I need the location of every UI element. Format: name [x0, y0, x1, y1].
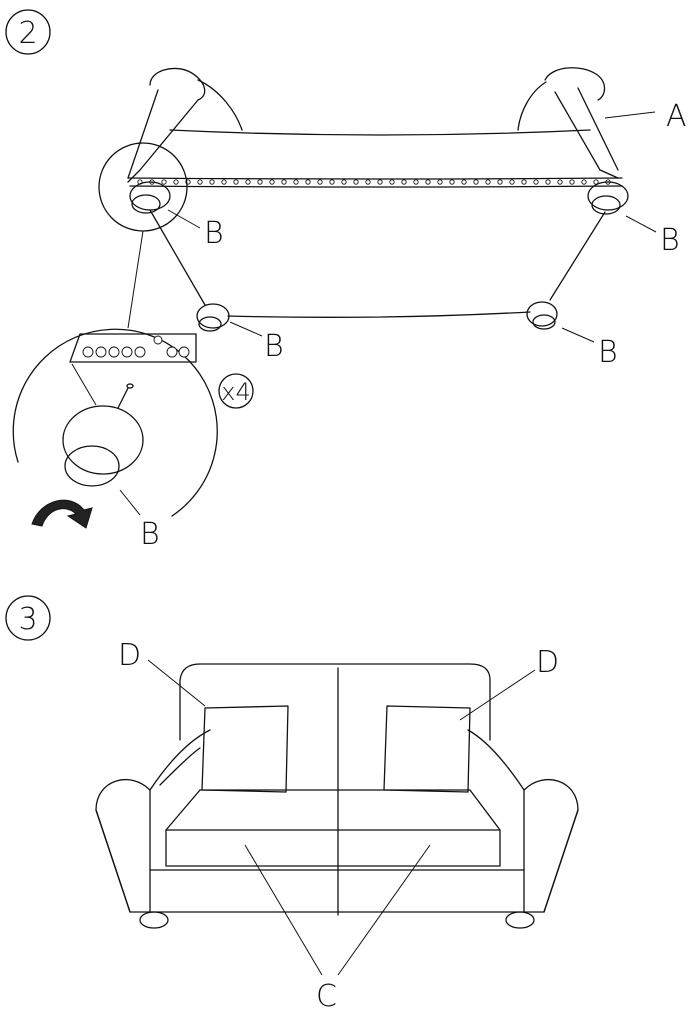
label-a: A	[666, 99, 687, 134]
label-b-detail: B	[140, 517, 160, 552]
throw-pillow-right	[383, 705, 471, 793]
label-b-4: B	[598, 335, 618, 370]
label-b-2: B	[660, 223, 680, 258]
quantity-text: x4	[221, 378, 250, 406]
step-3-badge: 3	[5, 595, 51, 641]
assembled-sofa	[95, 663, 579, 929]
label-b-3: B	[264, 329, 284, 364]
foot-front-left	[129, 181, 171, 214]
foot-rear-right	[526, 301, 558, 330]
quantity-badge	[218, 373, 254, 409]
label-d-right: D	[536, 645, 559, 680]
sofa-upside-down	[127, 67, 623, 318]
foot-rear-left	[196, 303, 230, 332]
detail-foot	[62, 405, 144, 487]
step-2-badge: 2	[5, 9, 51, 55]
throw-pillow-left	[201, 705, 289, 793]
detail-bolt	[117, 383, 134, 409]
label-c: C	[316, 979, 337, 1014]
step-3-number: 3	[18, 602, 37, 637]
step-2-number: 2	[18, 16, 37, 51]
zoom-source-circle	[98, 142, 188, 232]
label-b-1: B	[204, 216, 224, 251]
rotate-arrow-icon	[31, 499, 93, 529]
label-d-left: D	[118, 638, 141, 673]
nailhead-trim	[137, 179, 611, 185]
detail-rail	[69, 333, 197, 363]
foot-front-right	[587, 181, 629, 215]
detail-circle	[12, 328, 218, 517]
